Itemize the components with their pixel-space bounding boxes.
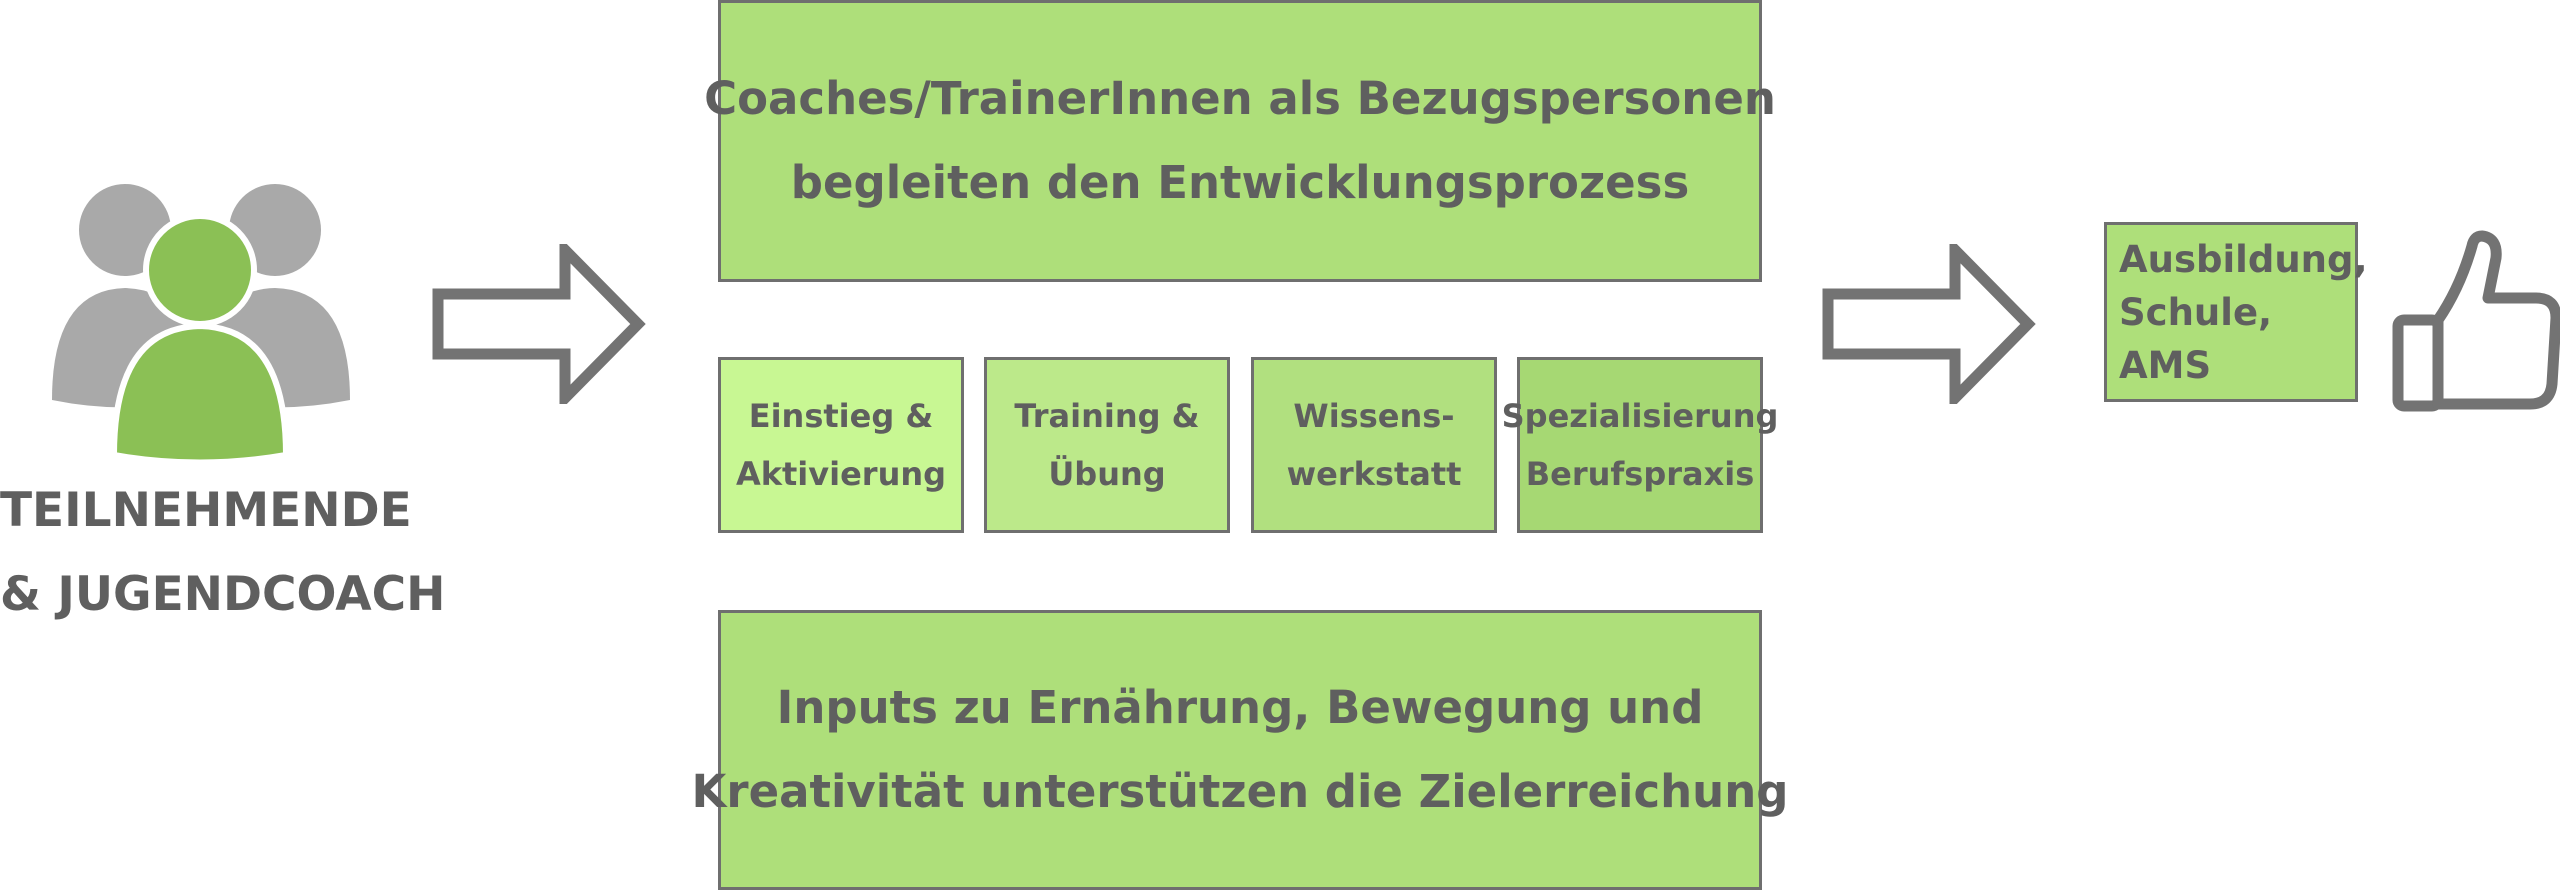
phase-box-wissenswerkstatt: Wissens- werkstatt	[1251, 357, 1497, 533]
people-group-icon	[52, 184, 350, 460]
top-box-line-2: begleiten den Entwicklungsprozess	[790, 156, 1690, 209]
arrow-right-icon	[1822, 244, 2036, 404]
top-box-line-1: Coaches/TrainerInnen als Bezugspersonen	[704, 72, 1776, 125]
phase-label-line-1: Wissens-	[1293, 397, 1455, 435]
bottom-box: Inputs zu Ernährung, Bewegung und Kreati…	[692, 610, 1788, 890]
outcome-line-1: Ausbildung,	[2119, 237, 2368, 281]
participants-label-line-1: TEILNEHMENDE	[0, 483, 412, 538]
arrow-right-icon	[432, 244, 646, 404]
phase-label-line-2: Berufspraxis	[1525, 455, 1755, 493]
phase-label-line-2: Aktivierung	[735, 455, 947, 493]
phase-label-line-1: Einstieg &	[748, 397, 934, 435]
phase-box-training: Training & Übung	[984, 357, 1230, 533]
outcome-line-2: Schule,	[2119, 290, 2273, 334]
top-box: Coaches/TrainerInnen als Bezugspersonen …	[704, 0, 1776, 282]
phase-label-line-1: Training &	[1014, 397, 1200, 435]
phase-label-line-1: Spezialisierung	[1501, 397, 1779, 435]
participants-label-line-2: & JUGENDCOACH	[0, 567, 446, 622]
outcome-line-3: AMS	[2119, 343, 2212, 387]
outcome-box: Ausbildung, Schule, AMS	[2104, 222, 2368, 402]
phase-label-line-2: werkstatt	[1286, 455, 1462, 493]
thumbs-up-icon	[2392, 230, 2560, 412]
bottom-box-line-2: Kreativität unterstützen die Zielerreich…	[691, 765, 1789, 818]
phase-label-line-2: Übung	[1048, 455, 1166, 493]
phase-box-spezialisierung: Spezialisierung Berufspraxis	[1502, 357, 1778, 533]
bottom-box-line-1: Inputs zu Ernährung, Bewegung und	[776, 681, 1704, 734]
phase-box-einstieg: Einstieg & Aktivierung	[718, 357, 964, 533]
